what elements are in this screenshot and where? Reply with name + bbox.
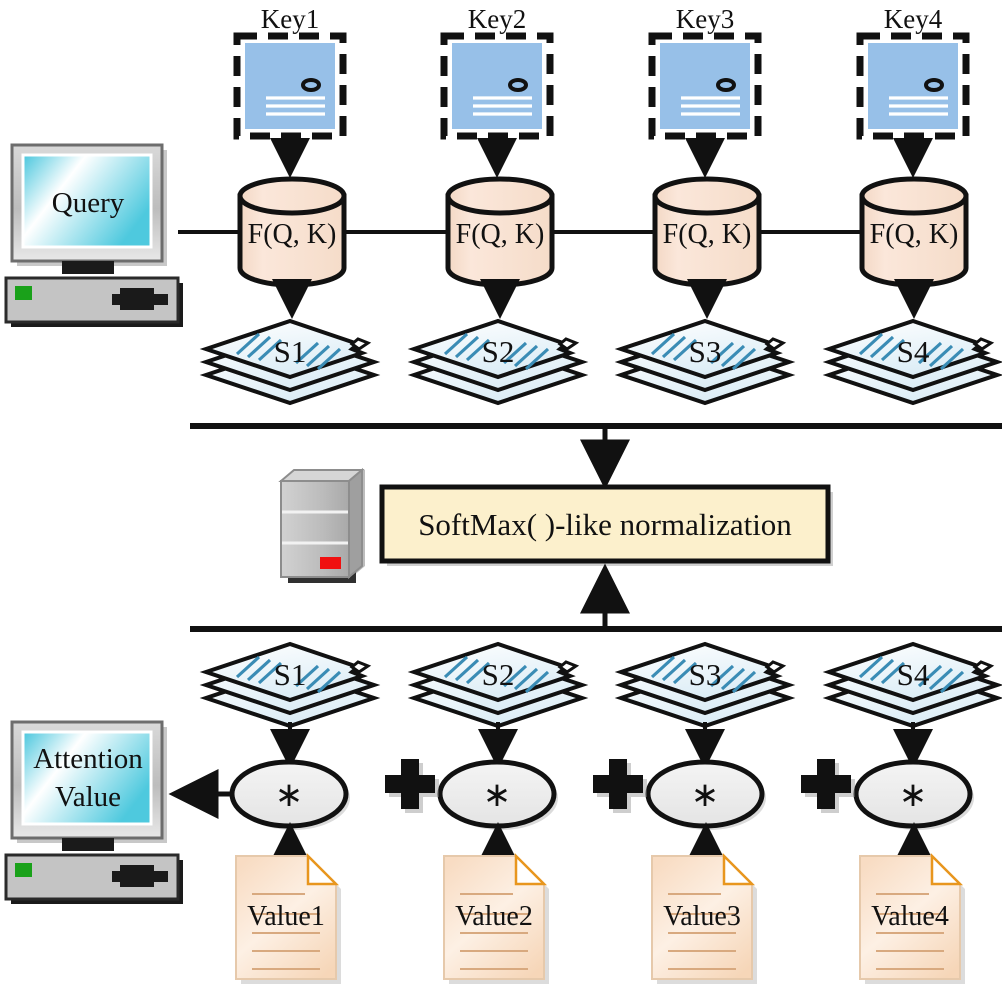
softmax-normalization-box[interactable]: SoftMax( )-like normalization <box>379 484 833 566</box>
power-led-icon <box>15 286 32 300</box>
sheet-lines-icon <box>235 332 342 371</box>
key-document-icon-1[interactable] <box>233 32 347 140</box>
value-label-3: Value3 <box>663 901 741 932</box>
adder-2 <box>593 759 647 813</box>
sheet-stack-icon-top-1[interactable]: S1 <box>199 318 381 406</box>
key-bubble-icon <box>716 78 736 92</box>
document-lines-icon <box>876 893 944 970</box>
function-label-4: F(Q, K) <box>870 219 959 250</box>
sheet-stack-icon-bottom-4[interactable]: S4 <box>822 641 1002 729</box>
document-lines-icon <box>668 893 736 970</box>
key-title-group: Key1 Key2 Key3 Key4 <box>261 4 943 34</box>
query-label: Query <box>52 187 125 219</box>
drive-slot-icon <box>112 288 168 310</box>
attention-label-line2: Value <box>55 781 121 813</box>
sheet-lines-icon <box>235 655 342 694</box>
cylinder-icon-3[interactable]: F(Q, K) <box>652 176 762 288</box>
key-document-icon-4[interactable] <box>856 32 970 140</box>
value-label-4: Value4 <box>871 901 949 932</box>
document-icon-4[interactable]: Value4 <box>859 852 965 984</box>
key-lines-icon <box>473 96 532 116</box>
attention-value-monitor[interactable]: Attention Value <box>4 720 183 904</box>
cylinder-icon-2[interactable]: F(Q, K) <box>445 176 555 288</box>
score-label-top-4: S4 <box>897 334 930 369</box>
document-lines-icon <box>460 893 528 970</box>
key-bubble-icon <box>924 78 944 92</box>
document-fold-corner <box>930 852 964 886</box>
sheet-stack-icon-top-2[interactable]: S2 <box>407 318 589 406</box>
sheet-lines-icon <box>858 655 965 694</box>
query-monitor[interactable]: Query <box>4 143 183 327</box>
sheet-lines-icon <box>443 655 550 694</box>
key-title-2: Key2 <box>468 4 526 34</box>
multiply-node-4[interactable]: ∗ <box>853 759 974 830</box>
function-label-3: F(Q, K) <box>663 219 752 250</box>
document-icon-2[interactable]: Value2 <box>443 852 549 984</box>
softmax-label: SoftMax( )-like normalization <box>418 507 792 542</box>
value-label-1: Value1 <box>247 901 325 932</box>
multiply-symbol-4: ∗ <box>899 777 928 814</box>
key-title-1: Key1 <box>261 4 319 34</box>
monitor-stand <box>62 261 114 274</box>
multiply-symbol-1: ∗ <box>275 777 304 814</box>
sheet-lines-icon <box>650 332 757 371</box>
sheet-lines-icon <box>443 332 550 371</box>
sheet-lines-icon <box>650 655 757 694</box>
sheet-lines-icon <box>858 332 965 371</box>
document-fold-corner <box>306 852 340 886</box>
value-label-2: Value2 <box>455 901 533 932</box>
sheet-stack-icon-bottom-3[interactable]: S3 <box>614 641 796 729</box>
document-icon-1[interactable]: Value1 <box>235 852 341 984</box>
cylinder-icon-1[interactable]: F(Q, K) <box>237 176 347 288</box>
document-fold-corner <box>514 852 548 886</box>
score-label-bottom-2: S2 <box>482 657 515 692</box>
value-to-multiply-arrows <box>270 822 934 862</box>
document-icon-3[interactable]: Value3 <box>651 852 757 984</box>
key-lines-icon <box>889 96 948 116</box>
server-led-icon <box>320 557 341 569</box>
power-led-icon <box>15 863 32 877</box>
score-label-bottom-1: S1 <box>274 657 307 692</box>
score-label-bottom-3: S3 <box>689 657 722 692</box>
multiply-node-1[interactable]: ∗ <box>229 759 350 830</box>
key-bubble-icon <box>301 78 321 92</box>
server-tower-icon[interactable] <box>278 467 365 583</box>
multiply-node-3[interactable]: ∗ <box>645 759 766 830</box>
score-label-top-3: S3 <box>689 334 722 369</box>
multiply-symbol-2: ∗ <box>483 777 512 814</box>
key-title-3: Key3 <box>676 4 734 34</box>
function-label-1: F(Q, K) <box>248 219 337 250</box>
score-label-top-2: S2 <box>482 334 515 369</box>
adder-1 <box>385 759 439 813</box>
document-lines-icon <box>252 893 320 970</box>
score-to-multiply-arrows <box>270 722 933 769</box>
sheet-stack-icon-bottom-1[interactable]: S1 <box>199 641 381 729</box>
attention-label-line1: Attention <box>33 743 143 775</box>
key-bubble-icon <box>508 78 528 92</box>
key-lines-icon <box>266 96 325 116</box>
multiply-node-2[interactable]: ∗ <box>437 759 558 830</box>
sheet-stack-icon-bottom-2[interactable]: S2 <box>407 641 589 729</box>
key-title-4: Key4 <box>884 4 943 34</box>
function-label-2: F(Q, K) <box>456 219 545 250</box>
sheet-stack-icon-top-4[interactable]: S4 <box>822 318 1002 406</box>
multiply-symbol-3: ∗ <box>691 777 720 814</box>
key-to-function-arrows <box>270 137 933 178</box>
score-label-top-1: S1 <box>274 334 307 369</box>
key-document-icon-3[interactable] <box>648 32 762 140</box>
function-to-score-arrows <box>272 279 934 319</box>
key-document-icon-2[interactable] <box>440 32 554 140</box>
score-label-bottom-4: S4 <box>897 657 930 692</box>
drive-slot-icon <box>112 865 168 887</box>
server-bay-dividers <box>282 510 348 545</box>
key-lines-icon <box>681 96 740 116</box>
cylinder-icon-4[interactable]: F(Q, K) <box>859 176 969 288</box>
sheet-stack-icon-top-3[interactable]: S3 <box>614 318 796 406</box>
adder-3 <box>801 759 855 813</box>
document-fold-corner <box>722 852 756 886</box>
monitor-stand <box>62 838 114 851</box>
